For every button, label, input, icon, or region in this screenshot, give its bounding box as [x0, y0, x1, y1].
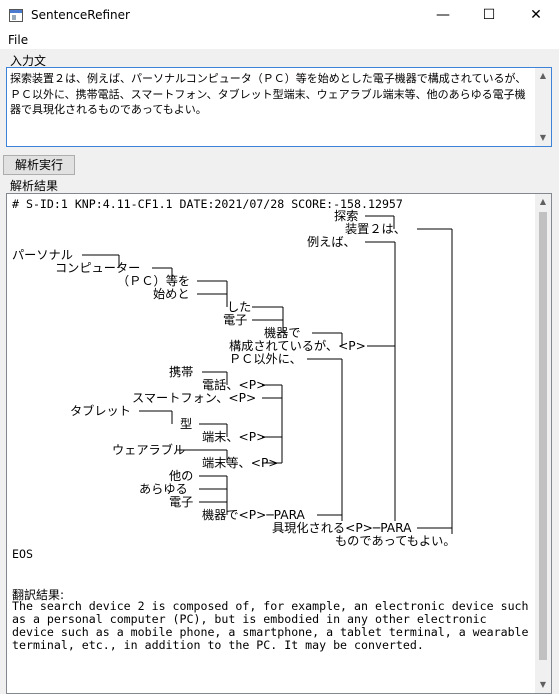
- tree-node: 電話、<P>: [202, 378, 267, 392]
- result-scrollbar[interactable]: ▲ ▼: [535, 194, 551, 693]
- tree-node: パーソナル: [12, 248, 73, 262]
- scroll-down-icon[interactable]: ▼: [539, 680, 547, 689]
- tree-node: 携帯: [169, 365, 194, 379]
- translation-text: The search device 2 is composed of, for …: [12, 599, 529, 652]
- scroll-up-icon[interactable]: ▲: [539, 197, 547, 206]
- analyze-button[interactable]: 解析実行: [3, 155, 75, 175]
- result-label: 解析結果: [10, 179, 59, 193]
- tree-node: した: [227, 300, 252, 314]
- tree-lines: [82, 215, 453, 534]
- tree-node: 例えば、: [307, 235, 356, 249]
- tree-node: コンピューター: [55, 261, 141, 275]
- scroll-thumb[interactable]: [539, 212, 547, 660]
- tree-node: 始めと: [153, 287, 190, 301]
- tree-node: スマートフォン、<P>: [132, 391, 257, 405]
- eos-marker: EOS: [12, 547, 33, 561]
- minimize-button[interactable]: —: [436, 7, 450, 23]
- tree-node: 端末、<P>: [202, 430, 267, 444]
- tree-node: 端末等、<P>: [202, 456, 279, 470]
- title-bar: SentenceRefiner — ☐ ✕: [0, 0, 559, 31]
- tree-node: 探索: [334, 209, 359, 223]
- window-title: SentenceRefiner: [31, 8, 130, 22]
- tree-node: ウェアラブル: [112, 443, 186, 457]
- tree-node: あらゆる: [139, 482, 188, 496]
- close-button[interactable]: ✕: [530, 7, 542, 23]
- result-header: # S-ID:1 KNP:4.11-CF1.1 DATE:2021/07/28 …: [12, 197, 403, 211]
- tree-node: 型: [180, 417, 193, 431]
- tree-node: 他の: [169, 469, 194, 483]
- translation-label: 翻訳結果:: [12, 588, 65, 602]
- app-icon: [9, 9, 23, 22]
- scroll-up-icon[interactable]: ▲: [539, 71, 547, 80]
- tree-node: 電子: [169, 495, 194, 509]
- tree-node: ものであってもよい。: [335, 534, 456, 548]
- dependency-tree: 探索 装置２は、 例えば、 パーソナル コンピューター （ＰＣ）等を 始めと し…: [7, 194, 532, 554]
- input-scrollbar[interactable]: ▲ ▼: [535, 68, 551, 146]
- tree-node: 機器で<P>─PARA: [202, 508, 305, 522]
- input-textbox[interactable]: 探索装置２は、例えば、パーソナルコンピュータ（ＰＣ）等を始めとした電子機器で構成…: [6, 67, 552, 147]
- menu-file[interactable]: File: [8, 33, 29, 47]
- tree-node: （ＰＣ）等を: [117, 274, 191, 288]
- tree-node: ＰＣ以外に、: [229, 352, 302, 366]
- tree-node: 機器で: [264, 326, 301, 340]
- tree-node: 装置２は、: [345, 222, 406, 236]
- result-textbox[interactable]: # S-ID:1 KNP:4.11-CF1.1 DATE:2021/07/28 …: [6, 193, 552, 694]
- input-text[interactable]: 探索装置２は、例えば、パーソナルコンピュータ（ＰＣ）等を始めとした電子機器で構成…: [10, 72, 527, 116]
- input-label: 入力文: [10, 54, 47, 68]
- tree-node: タブレット: [70, 404, 131, 418]
- tree-node: 具現化される<P>─PARA: [272, 521, 412, 535]
- scroll-down-icon[interactable]: ▼: [539, 133, 547, 142]
- tree-node: 電子: [223, 313, 248, 327]
- menu-bar: File: [0, 31, 559, 49]
- maximize-button[interactable]: ☐: [482, 7, 496, 23]
- tree-node: 構成されているが、<P>: [229, 339, 366, 353]
